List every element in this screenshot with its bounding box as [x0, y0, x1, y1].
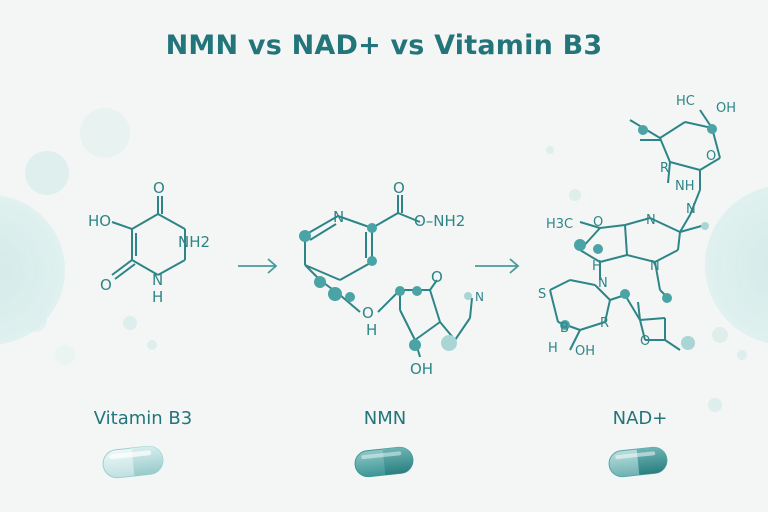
vitamin-b3-atoms: HO O NH2 O N H — [88, 179, 210, 306]
nmn-atoms: N O O–NH2 O H O OH N — [333, 179, 484, 378]
atom-label: R — [600, 316, 609, 331]
atom-label: OH — [716, 101, 736, 116]
atom-label: R — [660, 161, 669, 176]
atom-label: O — [100, 276, 112, 294]
atom-label: HO — [88, 212, 111, 230]
atom-label: H — [152, 288, 163, 306]
capsule-icon — [354, 446, 414, 478]
atom-label: N — [686, 202, 696, 217]
atom-label: N — [475, 290, 484, 304]
arrow-right-icon — [238, 258, 278, 274]
atom-label: N — [646, 213, 656, 228]
atom-label: H3C — [546, 217, 573, 232]
atom-label: O — [593, 215, 603, 230]
nad-atom-dots — [560, 124, 717, 350]
atom-label: O — [393, 179, 405, 197]
arrow-right-icon — [475, 258, 520, 274]
capsule-icon — [102, 445, 164, 479]
page-title: NMN vs NAD+ vs Vitamin B3 — [165, 30, 603, 61]
background-bubbles — [0, 108, 768, 412]
atom-label: O — [153, 179, 165, 197]
atom-label: NH2 — [178, 233, 210, 251]
atom-label: H — [548, 341, 558, 356]
atom-label: N — [598, 276, 608, 291]
atom-label: N — [650, 259, 660, 274]
nmn-atom-dots — [299, 223, 472, 351]
atom-label: OH — [575, 344, 595, 359]
atom-label: OH — [410, 360, 433, 378]
atom-label: N — [333, 208, 344, 226]
capsule-icon — [608, 446, 668, 478]
atom-label: NH — [675, 179, 695, 194]
atom-label: O — [362, 304, 374, 322]
nad-structure — [549, 109, 721, 351]
atom-label: H — [592, 259, 602, 274]
atom-label: O — [431, 268, 443, 286]
atom-label: HC — [676, 94, 695, 109]
compound-label-vitamin-b3: Vitamin B3 — [93, 408, 193, 429]
nad-atoms: HC OH H3C O N N N N NH O H S R R B H OH … — [538, 94, 736, 359]
atom-label: O — [640, 334, 650, 349]
atom-label: O–NH2 — [414, 212, 465, 230]
atom-label: H — [366, 321, 377, 339]
atom-label: O — [706, 149, 716, 164]
atom-label: S — [538, 287, 546, 302]
atom-label: N — [152, 271, 163, 289]
vitamin-b3-structure — [111, 196, 186, 280]
atom-label: B — [560, 321, 569, 336]
compound-label-nad: NAD+ — [612, 408, 668, 429]
compound-label-nmn: NMN — [363, 408, 407, 429]
